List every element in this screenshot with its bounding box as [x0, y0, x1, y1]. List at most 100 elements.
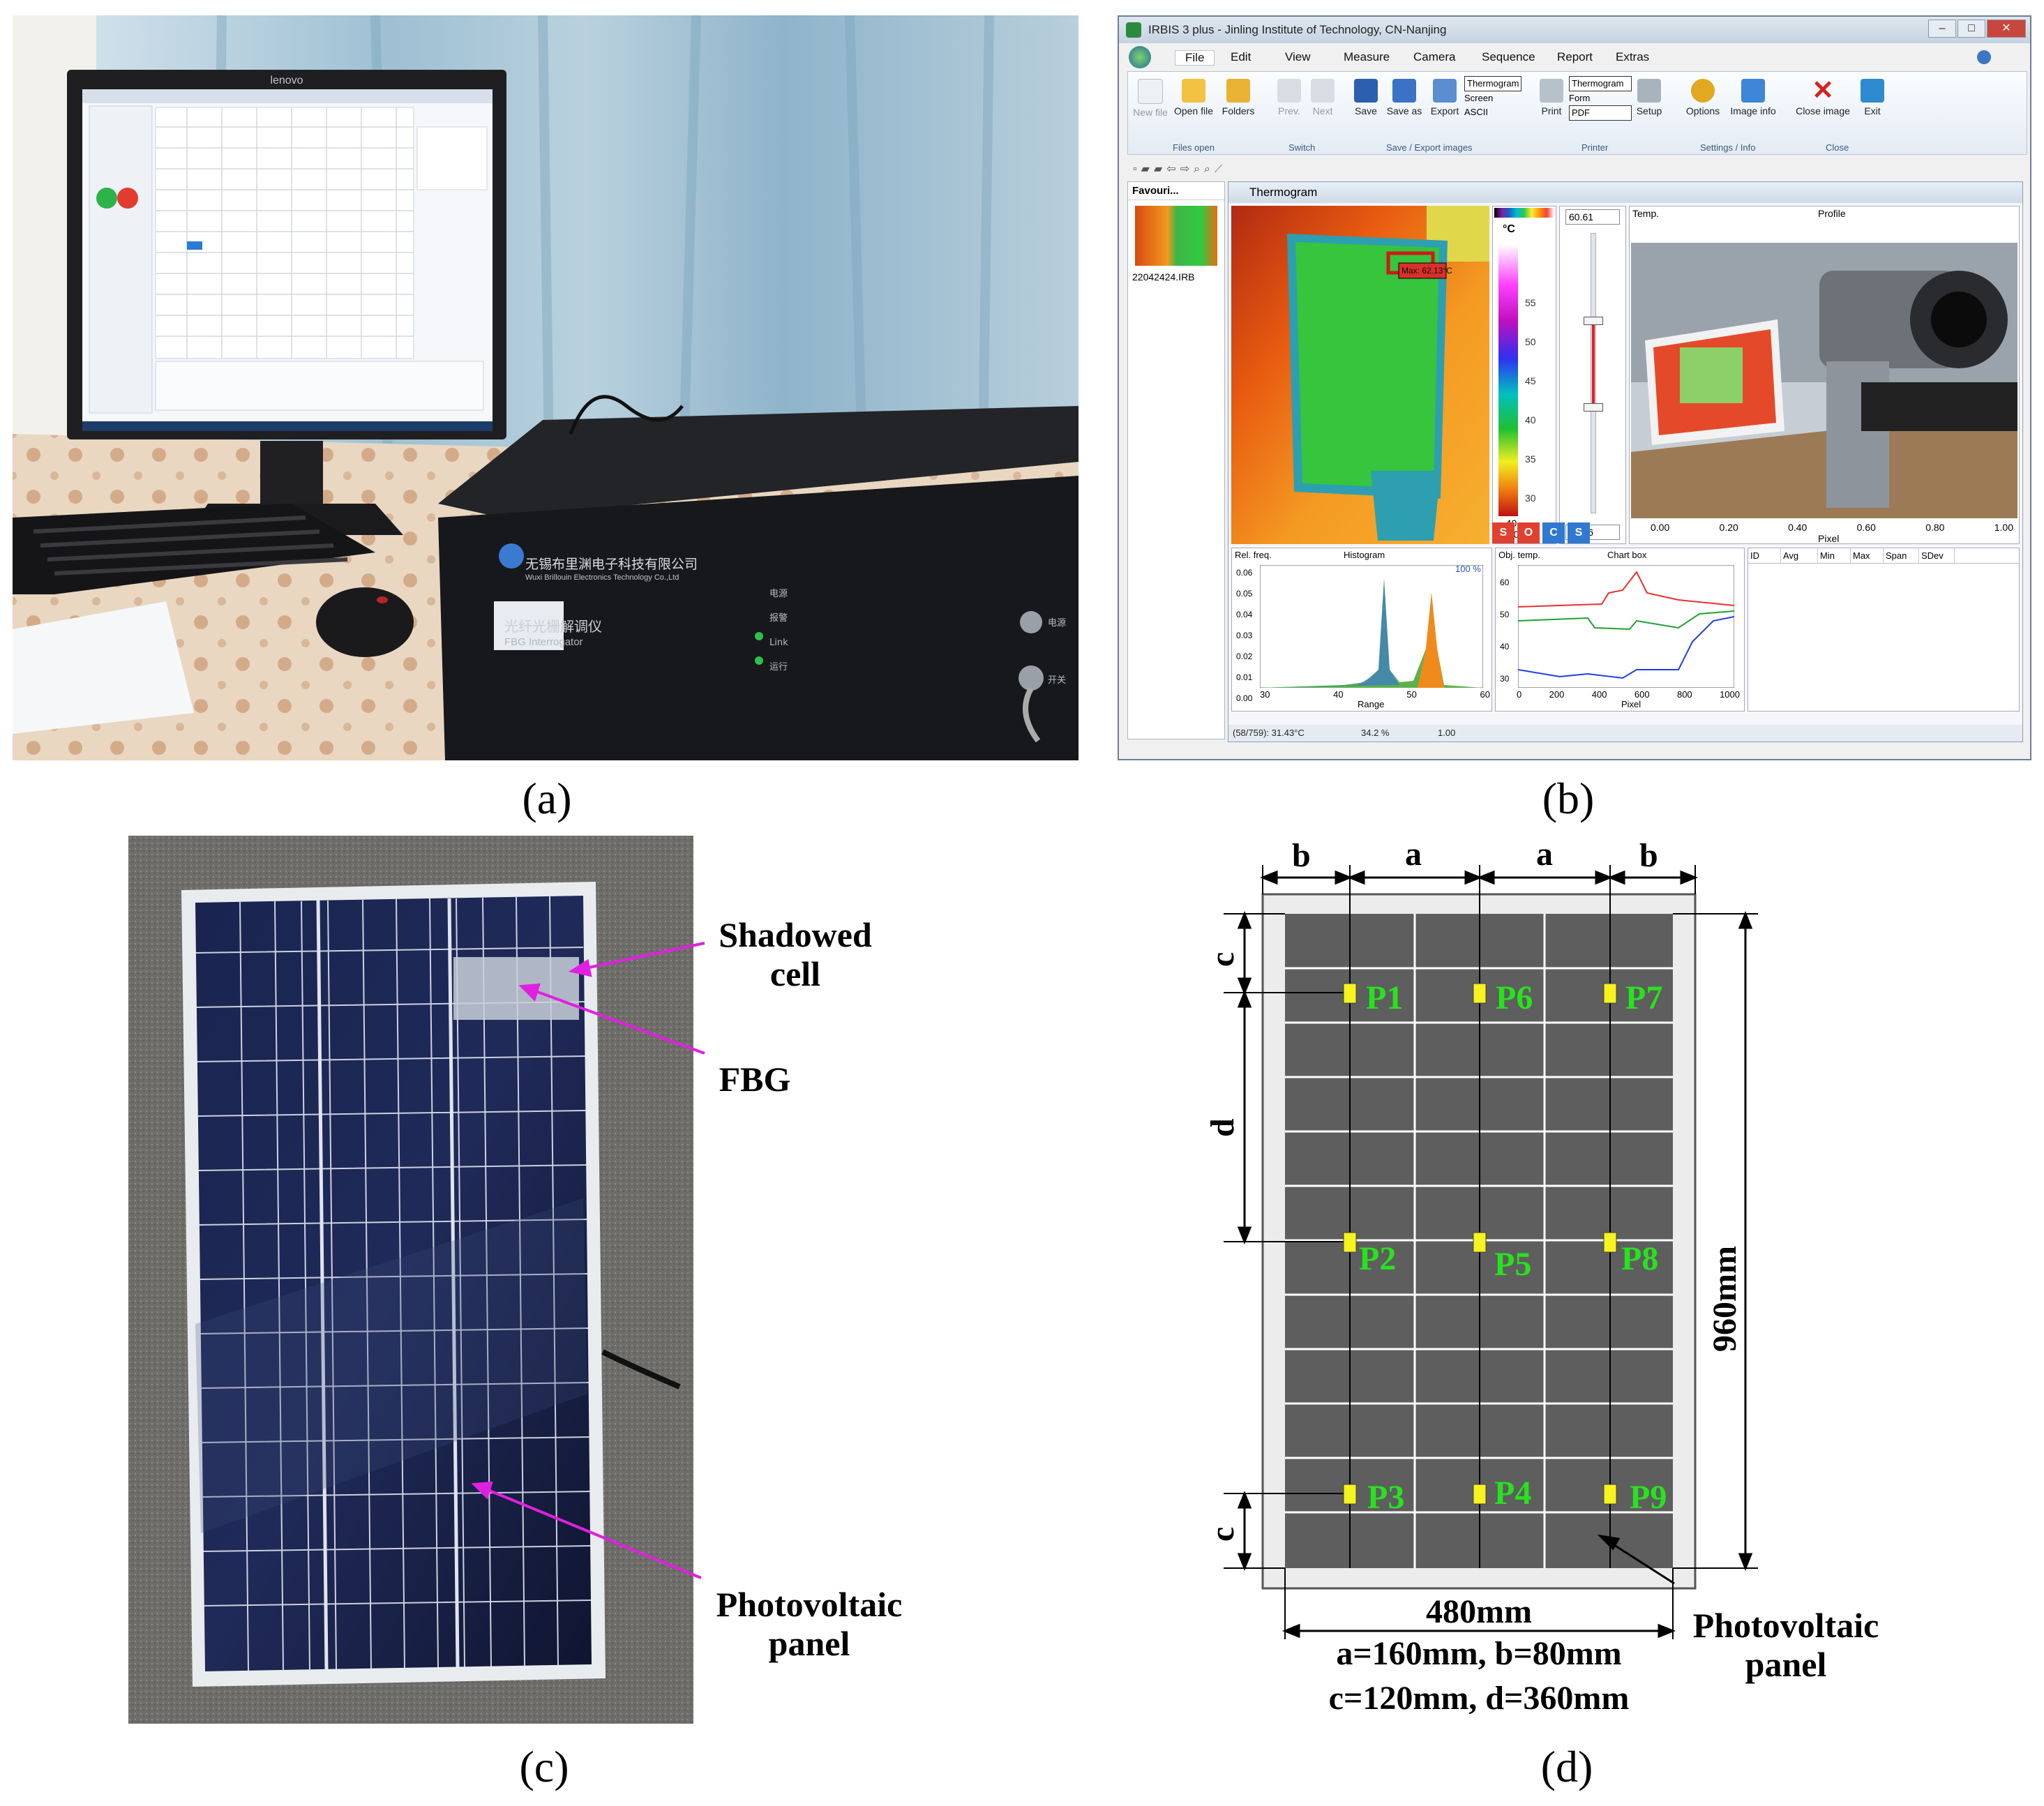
open-file-button[interactable]: Open file — [1171, 79, 1216, 116]
chartbox-xtick: 800 — [1676, 689, 1692, 700]
status-value: 1.00 — [1438, 728, 1456, 738]
upper-value-input[interactable]: 60.61 — [1565, 209, 1620, 225]
menu-extras[interactable]: Extras — [1616, 50, 1650, 63]
profile-ylabel: Temp. — [1632, 208, 1660, 219]
slider-lower-handle[interactable] — [1584, 403, 1603, 412]
thermogram-title-bar: Thermogram — [1228, 182, 2022, 203]
exit-door-icon — [1861, 79, 1884, 103]
profile-tick: 0.20 — [1719, 522, 1738, 533]
minimize-button[interactable]: – — [1928, 20, 1956, 38]
point-label-p1: P1 — [1366, 979, 1403, 1016]
profile-tick: 0.00 — [1651, 522, 1670, 533]
mode-o-button[interactable]: O — [1517, 522, 1540, 543]
fbg-label: FBG — [719, 1060, 791, 1099]
status-cursor-temp: (58/759): 31.43°C — [1233, 728, 1305, 738]
indicator-power: 电源 — [769, 589, 788, 599]
stats-col-avg[interactable]: Avg — [1781, 548, 1818, 563]
menu-report[interactable]: Report — [1557, 50, 1593, 63]
folders-button[interactable]: Folders — [1217, 79, 1259, 116]
new-file-button[interactable]: New file — [1131, 79, 1170, 118]
close-window-button[interactable]: ✕ — [1987, 20, 2026, 38]
options-gear-icon — [1691, 79, 1715, 103]
profile-panel: Temp. Profile 0.00 0.20 0.40 0.60 0.80 — [1629, 206, 2020, 544]
menu-camera[interactable]: Camera — [1413, 50, 1456, 63]
profile-tick: 0.60 — [1856, 522, 1876, 533]
thermogram-image[interactable] — [1231, 206, 1489, 544]
photovoltaic-panel-label-c: Photovoltaic panel — [716, 1585, 903, 1663]
mode-s-button[interactable]: S — [1492, 522, 1515, 543]
profile-tick: 0.80 — [1925, 522, 1945, 533]
group-save-export: Save / Export images — [1386, 142, 1473, 153]
panel-b-irbis-window: IRBIS 3 plus - Jinling Institute of Tech… — [1118, 15, 2031, 760]
export-ascii-option[interactable]: ASCII — [1464, 107, 1488, 117]
save-as-icon — [1392, 79, 1416, 103]
caption-a: (a) — [522, 774, 572, 823]
scale-tick: 35 — [1525, 453, 1536, 465]
save-as-button[interactable]: Save as — [1383, 79, 1425, 116]
lab-photo-illustration: lenovo — [13, 15, 1079, 760]
quick-toolbar-icons[interactable]: ▫▰▰⇦⇨⌕⌕⟋ — [1133, 163, 1227, 175]
palette-selector[interactable] — [1494, 208, 1554, 218]
chartbox-xticks: 0 200 400 600 800 1000 — [1517, 689, 1740, 700]
stats-col-sdev[interactable]: SDev — [1919, 548, 1955, 563]
menu-file[interactable]: File — [1175, 50, 1215, 66]
menu-view[interactable]: View — [1285, 50, 1311, 63]
profile-title: Profile — [1818, 208, 1846, 219]
stats-col-id[interactable]: ID — [1748, 548, 1781, 563]
dim-c-bottom: c — [1204, 1527, 1241, 1542]
caption-d: (d) — [1540, 1742, 1593, 1791]
thumbnail-image[interactable] — [1135, 206, 1217, 266]
export-thermogram-option[interactable]: Thermogram — [1464, 76, 1522, 91]
device-name-label: 光纤光栅解调仪 — [504, 618, 602, 635]
point-label-p4: P4 — [1494, 1475, 1531, 1512]
slider-upper-handle[interactable] — [1584, 317, 1603, 325]
exit-button[interactable]: Exit — [1856, 79, 1888, 116]
status-zoom: 34.2 % — [1361, 728, 1390, 738]
image-info-button[interactable]: Image info — [1727, 79, 1780, 116]
close-image-button[interactable]: ✕Close image — [1796, 76, 1850, 116]
mode-s2-button[interactable]: S — [1568, 522, 1590, 543]
stats-col-min[interactable]: Min — [1818, 548, 1851, 563]
ribbon: New file Open file Folders Prev. Next Sa… — [1127, 71, 2027, 155]
mode-c-button[interactable]: C — [1542, 522, 1565, 543]
dim-height: 960mm — [1706, 1246, 1743, 1352]
stats-col-span[interactable]: Span — [1884, 548, 1919, 563]
maximize-button[interactable]: □ — [1957, 20, 1985, 38]
dim-c-top: c — [1204, 952, 1241, 967]
solar-panel-illustration — [128, 836, 693, 1724]
export-screen-option[interactable]: Screen — [1464, 93, 1494, 103]
print-pdf-option[interactable]: PDF — [1569, 105, 1632, 121]
group-close: Close — [1826, 142, 1849, 153]
menu-measure[interactable]: Measure — [1344, 50, 1390, 63]
options-button[interactable]: Options — [1682, 79, 1724, 116]
favourites-file[interactable]: 22042424.IRB — [1132, 271, 1195, 283]
point-label-p2: P2 — [1359, 1240, 1396, 1277]
open-folder-icon — [1182, 79, 1205, 103]
export-options: Thermogram Screen ASCII — [1464, 76, 1522, 119]
next-button[interactable]: Next — [1307, 79, 1339, 116]
help-icon[interactable] — [1977, 50, 1991, 64]
caption-b: (b) — [1542, 774, 1595, 823]
menu-sequence[interactable]: Sequence — [1482, 50, 1535, 63]
setup-button[interactable]: Setup — [1633, 79, 1665, 116]
print-thermogram-option[interactable]: Thermogram — [1569, 76, 1632, 91]
export-button[interactable]: Export — [1427, 79, 1463, 116]
point-label-p9: P9 — [1630, 1479, 1667, 1516]
arrow-left-icon — [1277, 79, 1301, 103]
print-form-option[interactable]: Form — [1569, 93, 1591, 103]
shadowed-cell-label: Shadowed cell — [719, 915, 872, 993]
caption-c: (c) — [519, 1742, 569, 1791]
save-button[interactable]: Save — [1350, 79, 1382, 116]
panel-d-diagram: P1 P6 P7 P2 P5 P8 P3 P4 P9 b a a b c d c… — [1172, 830, 1967, 1737]
chartbox-yticks: 60 50 40 30 — [1500, 566, 1509, 695]
panel-a-lab-photo: lenovo 无锡布里渊电子科技有限公司 Wuxi Brillouin Elec… — [13, 15, 1079, 760]
app-orb-button[interactable] — [1129, 46, 1151, 68]
print-button[interactable]: Print — [1535, 79, 1568, 116]
hist-ytick: 0.00 — [1236, 693, 1253, 703]
prev-button[interactable]: Prev. — [1273, 79, 1305, 116]
chartbox-ytick: 60 — [1500, 578, 1510, 587]
menu-edit[interactable]: Edit — [1231, 50, 1252, 63]
stats-header-row: ID Avg Min Max Span SDev — [1748, 548, 2019, 564]
stats-col-max[interactable]: Max — [1851, 548, 1884, 563]
switch-label: 开关 — [1048, 675, 1067, 686]
